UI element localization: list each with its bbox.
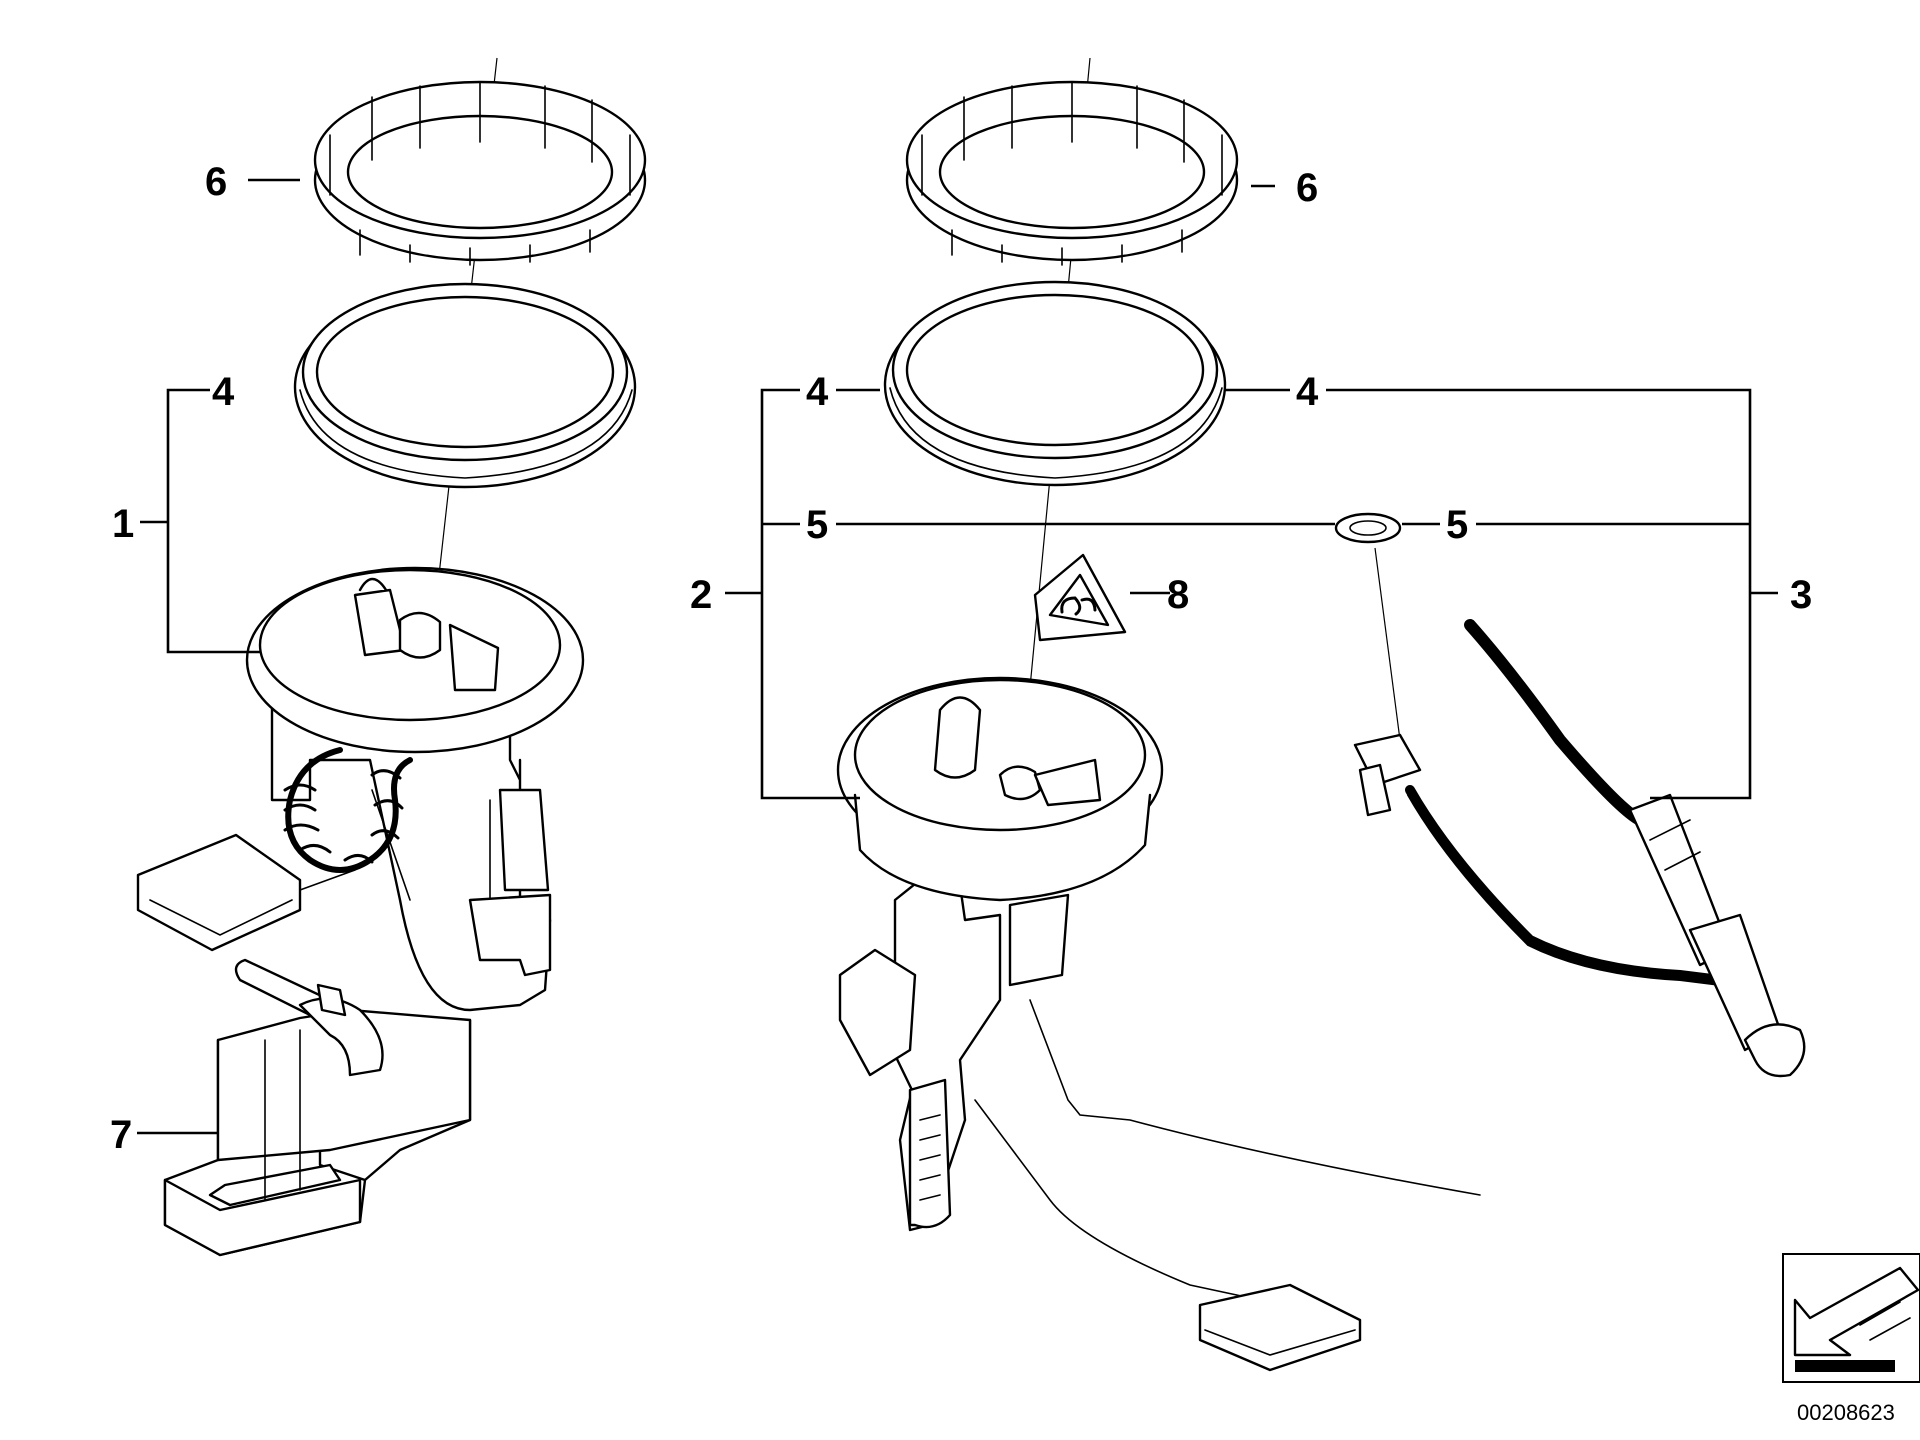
callout-3: 3 (1790, 573, 1812, 617)
reference-number: 00208623 (1797, 1400, 1895, 1425)
callout-4-centre: 4 (806, 370, 829, 414)
swirl-pot-7 (163, 958, 472, 1257)
wiring-harness-3 (1334, 512, 1806, 1078)
centre-assembly (836, 57, 1481, 1372)
callout-5-right: 5 (1446, 503, 1468, 547)
callout-labels: 1 2 3 4 4 4 5 5 6 6 7 8 (110, 160, 1812, 1157)
diagonal-arrow-icon (1793, 1266, 1920, 1372)
callout-4-right: 4 (1296, 370, 1319, 414)
left-assembly (136, 57, 647, 1257)
callout-2: 2 (690, 573, 712, 617)
fuel-warning-triangle-icon (1033, 553, 1127, 642)
fuel-level-sender (836, 676, 1481, 1372)
callout-6-right: 6 (1296, 166, 1318, 210)
callout-5-left: 5 (806, 503, 828, 547)
callout-1: 1 (112, 502, 134, 546)
fuel-pump-housing-left (245, 566, 585, 1012)
reference-arrow-box: 00208623 (1782, 1253, 1920, 1425)
seal-ring-left (293, 282, 637, 489)
callout-7: 7 (110, 1113, 132, 1157)
locking-ring-left (313, 80, 647, 266)
callout-6-left: 6 (205, 160, 227, 204)
wiring-coil-left (136, 747, 413, 952)
callout-4-left: 4 (212, 370, 235, 414)
seal-ring-centre (883, 280, 1227, 487)
callout-8: 8 (1167, 573, 1189, 617)
locking-ring-right (905, 80, 1239, 266)
